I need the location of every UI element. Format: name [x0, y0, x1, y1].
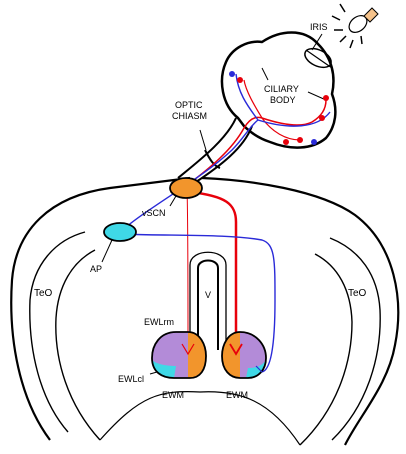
- label-teo-left: TeO: [34, 288, 53, 299]
- label-ewm-left: EWM: [162, 390, 184, 400]
- label-teo-right: TeO: [348, 288, 367, 299]
- label-iris: IRIS: [310, 22, 328, 32]
- label-ciliary-line2: BODY: [270, 95, 296, 105]
- label-ap: AP: [90, 264, 102, 274]
- ap-pointer: [102, 240, 112, 262]
- label-optic-line1: OPTIC: [175, 100, 203, 110]
- label-vscn: vSCN: [142, 208, 166, 218]
- label-ewlrm: EWLrm: [144, 317, 174, 327]
- ew-complex-left: [152, 332, 206, 378]
- brain-outline: [11, 178, 398, 445]
- blue-pathway: [120, 74, 330, 372]
- tectum-inner-arc-right: [330, 238, 380, 440]
- vscn-nucleus: [170, 178, 202, 198]
- vscn-pointer: [170, 196, 176, 206]
- ew-complex-right: [222, 332, 266, 378]
- label-optic-line2: CHIASM: [172, 111, 207, 121]
- label-ewlcl: EWLcl: [118, 374, 144, 384]
- label-ventricle: V: [205, 290, 211, 300]
- tectum-inner-arc-left-2: [56, 250, 100, 440]
- ventricle-outline: [198, 261, 218, 351]
- tectum-inner-arc-right-2: [300, 254, 352, 445]
- lightbulb-icon: [332, 4, 378, 48]
- label-ewm-right: EWM: [226, 390, 248, 400]
- chiasm-pointer: [200, 130, 206, 150]
- midbrain-bottom-contour: [100, 392, 300, 445]
- ap-nucleus: [104, 223, 136, 241]
- tectum-inner-arc-left: [30, 232, 85, 432]
- ciliary-pointer-left: [262, 68, 268, 80]
- label-ciliary-line1: CILIARY: [264, 84, 299, 94]
